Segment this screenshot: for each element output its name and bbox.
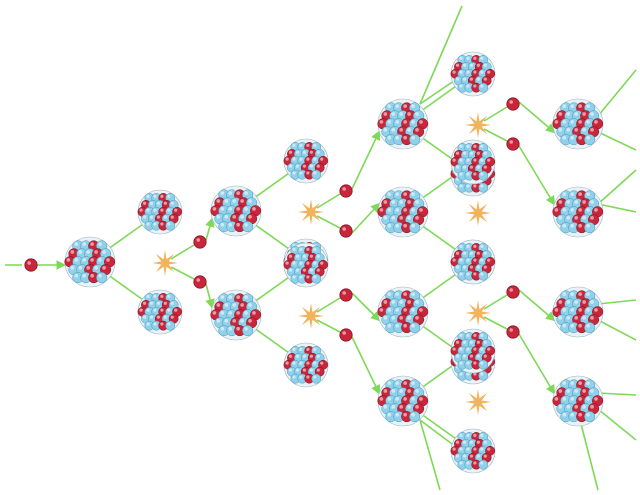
heavy-nucleus-icon: [210, 185, 262, 237]
heavy-nucleus-icon: [377, 186, 429, 238]
neutron-path-arrow: [205, 217, 215, 241]
neutron-icon: [506, 97, 520, 111]
neutron-layer: [24, 97, 520, 342]
neutron-path-arrow: [351, 130, 381, 190]
reaction-path-line: [316, 319, 341, 333]
fission-fragment-icon: [450, 51, 496, 97]
energy-flash-icon: [298, 303, 324, 329]
reaction-path-line: [419, 5, 463, 105]
heavy-nucleus-icon: [377, 375, 429, 427]
neutron-icon: [506, 137, 520, 151]
reaction-path-line: [483, 106, 508, 122]
neutron-icon: [24, 258, 38, 272]
reaction-path-line: [597, 392, 637, 396]
reaction-path-line: [483, 128, 508, 142]
neutron-icon: [339, 224, 353, 238]
neutron-icon: [339, 288, 353, 302]
reaction-path-line: [483, 294, 508, 310]
neutron-icon: [339, 184, 353, 198]
energy-flash-icon: [152, 250, 178, 276]
nuclei-layer: [64, 51, 604, 474]
reaction-path-line: [316, 193, 341, 209]
neutron-path-arrow: [351, 336, 380, 395]
energy-flash-icon: [465, 389, 491, 415]
energy-flash-icon: [465, 200, 491, 226]
reaction-path-line: [597, 203, 637, 213]
neutron-icon: [193, 275, 207, 289]
energy-flash-layer: [152, 112, 491, 415]
heavy-nucleus-icon: [377, 98, 429, 150]
fission-fragment-icon: [137, 289, 183, 335]
fission-fragment-icon: [283, 138, 329, 184]
heavy-nucleus-icon: [552, 186, 604, 238]
reaction-path-line: [597, 408, 637, 441]
reaction-path-line: [597, 299, 637, 305]
reaction-path-line: [597, 131, 637, 151]
neutron-icon: [506, 325, 520, 339]
neutron-icon: [506, 285, 520, 299]
reaction-path-line: [597, 69, 637, 117]
reaction-path-line: [419, 419, 441, 491]
energy-flash-icon: [298, 199, 324, 225]
neutron-path-arrow: [351, 202, 381, 234]
reaction-path-line: [170, 266, 195, 280]
reaction-path-line: [579, 419, 599, 491]
heavy-nucleus-icon: [377, 286, 429, 338]
fission-fragment-icon: [283, 342, 329, 388]
neutron-path-arrow: [205, 283, 215, 309]
heavy-nucleus-icon: [552, 286, 604, 338]
energy-flash-icon: [465, 112, 491, 138]
fission-fragment-icon: [450, 239, 496, 285]
heavy-nucleus-icon: [552, 375, 604, 427]
neutron-icon: [339, 328, 353, 342]
fission-fragment-icon: [283, 242, 329, 288]
reaction-path-line: [597, 169, 637, 205]
reaction-path-line: [597, 319, 637, 341]
reaction-path-line: [316, 297, 341, 313]
fission-fragment-icon: [450, 139, 496, 185]
reaction-path-line: [170, 244, 195, 260]
fission-fragment-icon: [450, 328, 496, 374]
neutron-icon: [193, 235, 207, 249]
neutron-path-arrow: [518, 333, 555, 395]
heavy-nucleus-icon: [552, 98, 604, 150]
neutron-path-arrow: [351, 292, 381, 322]
fission-fragment-icon: [137, 189, 183, 235]
fission-fragment-icon: [450, 428, 496, 474]
reaction-path-line: [483, 316, 508, 330]
reaction-path-line: [316, 215, 341, 229]
heavy-nucleus-icon: [64, 236, 116, 288]
heavy-nucleus-icon: [210, 289, 262, 341]
energy-flash-icon: [465, 300, 491, 326]
neutron-path-arrow: [518, 289, 556, 322]
neutron-path-arrow: [518, 101, 556, 134]
neutron-path-arrow: [518, 145, 555, 206]
